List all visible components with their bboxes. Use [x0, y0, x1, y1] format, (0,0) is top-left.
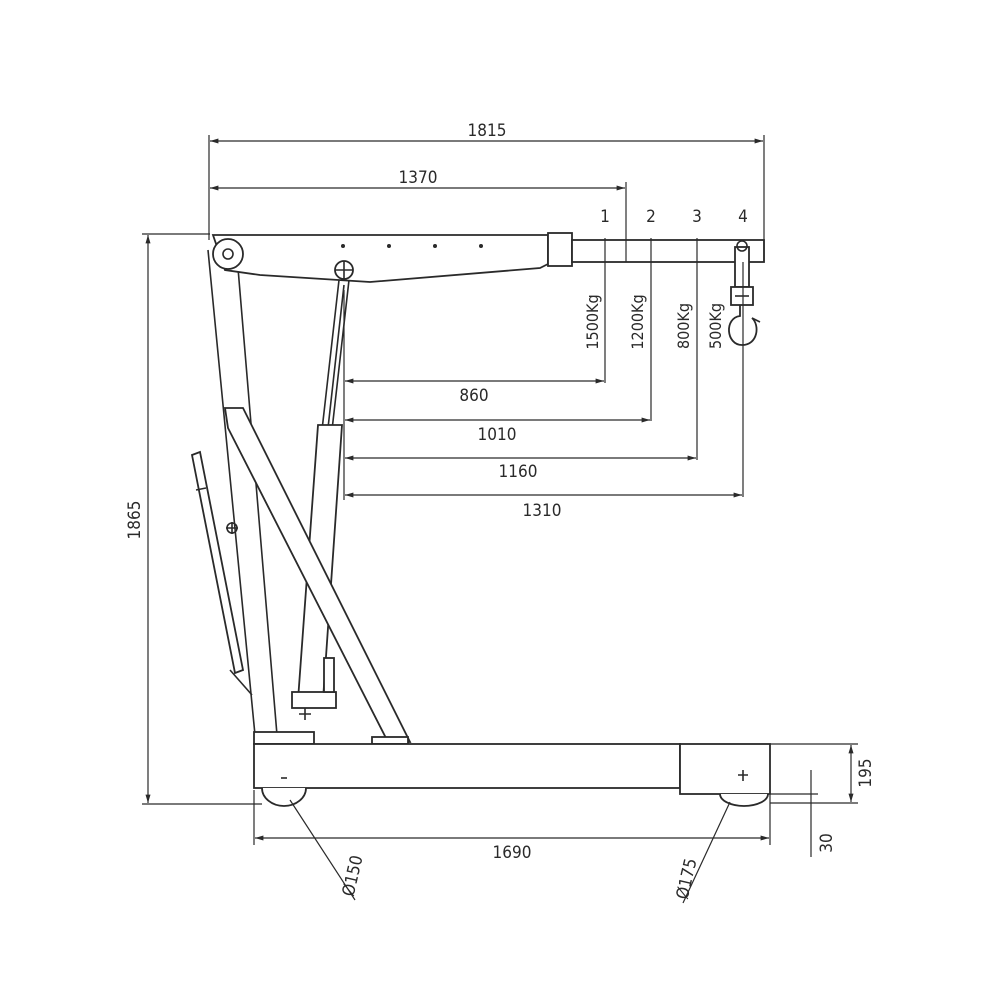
boom-sleeve [547, 232, 573, 267]
dim-overall-length: 1815 [468, 121, 507, 141]
pump-handle [190, 450, 245, 675]
pump-base [291, 691, 337, 709]
reach-3: 1160 [499, 462, 538, 482]
position-number-3: 3 [692, 207, 702, 227]
dimension-lines [142, 135, 858, 904]
mast-foot [253, 731, 315, 745]
dim-ground-clearance: 30 [817, 833, 837, 852]
capacity-1: 1500Kg [583, 294, 602, 349]
reach-2: 1010 [478, 425, 517, 445]
crane-body [190, 232, 771, 807]
position-number-1: 1 [600, 207, 610, 227]
rear-wheel [261, 787, 307, 807]
position-number-4: 4 [738, 207, 748, 227]
dim-base-length: 1690 [493, 843, 532, 863]
leg-end [679, 743, 771, 795]
dim-rear-wheel: Ø150 [339, 854, 368, 899]
base-leg [253, 743, 681, 789]
boom-pivot [212, 238, 244, 270]
dim-overall-height: 1865 [125, 501, 145, 540]
capacity-4: 500Kg [706, 303, 725, 349]
reach-4: 1310 [523, 501, 562, 521]
boom-holes [341, 244, 483, 248]
reach-1: 860 [459, 386, 488, 406]
capacity-3: 800Kg [674, 303, 693, 349]
front-wheel [719, 793, 769, 807]
position-number-2: 2 [646, 207, 656, 227]
dim-base-height: 195 [856, 758, 876, 787]
dim-boom-length: 1370 [399, 168, 438, 188]
boom [211, 234, 549, 283]
pump-valve [323, 657, 335, 693]
mast [207, 249, 278, 736]
dim-front-wheel: Ø175 [673, 857, 702, 902]
ram-rod [321, 279, 350, 431]
capacity-2: 1200Kg [628, 294, 647, 349]
